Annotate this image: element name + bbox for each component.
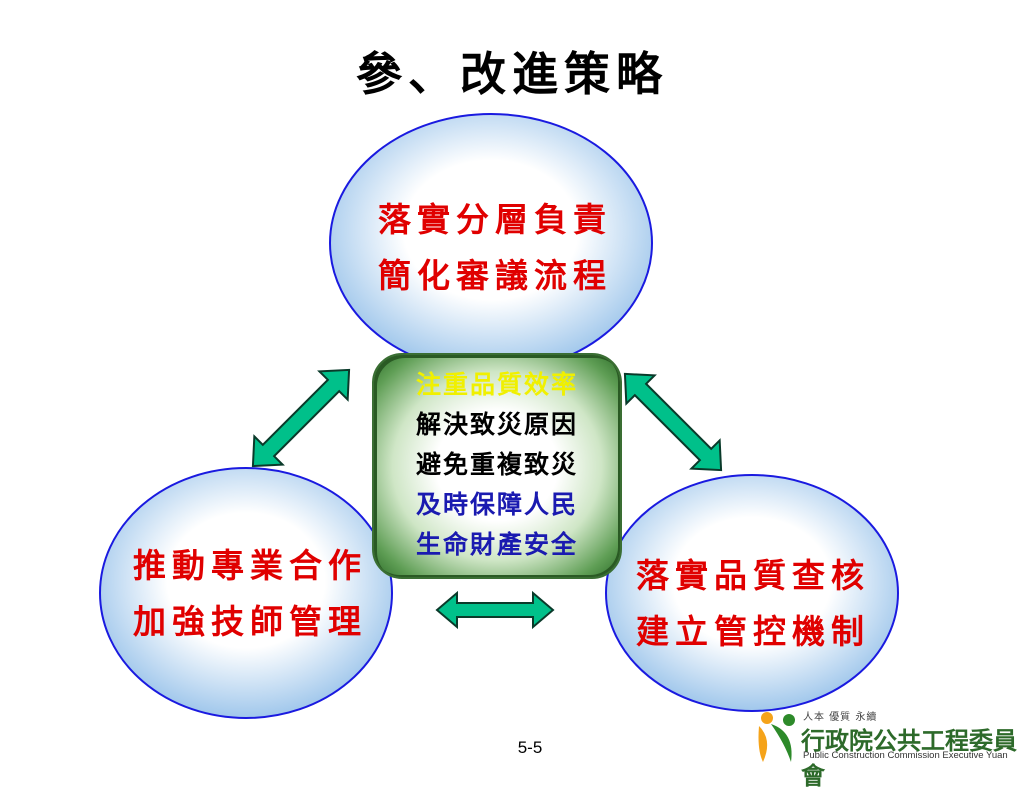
right-oval-label: 落實品質查核 建立管控機制 [603, 548, 903, 660]
strategy-diagram [99, 113, 899, 719]
pcc-logo-icon [758, 712, 795, 762]
top-oval-line1: 落實分層負責 [378, 200, 612, 239]
top-oval-label: 落實分層負責 簡化審議流程 [340, 192, 650, 304]
center-line1: 注重品質效率 [415, 370, 578, 399]
page-number: 5-5 [517, 738, 543, 757]
arrow-right-diagonal [623, 372, 723, 472]
logo-english: Public Construction Commission Executive… [803, 750, 1008, 761]
center-line5: 生命財產安全 [415, 530, 578, 559]
center-line2: 解決致災原因 [415, 410, 578, 439]
logo-slogan: 人本 優質 永續 [803, 712, 878, 723]
pcc-logo: 人本 優質 永續 行政院公共工程委員會 Public Construction … [755, 708, 1020, 790]
page-title: 參、改進策略 [356, 47, 668, 101]
right-oval-line1: 落實品質查核 [636, 556, 870, 595]
center-line3: 避免重複致災 [415, 450, 578, 479]
left-oval-label: 推動專業合作 加強技師管理 [100, 538, 400, 650]
arrow-bottom-horizontal [435, 590, 555, 630]
center-line4: 及時保障人民 [415, 490, 578, 519]
right-oval-line2: 建立管控機制 [636, 612, 870, 651]
left-oval-line2: 加強技師管理 [133, 602, 367, 641]
center-text: 注重品質效率 解決致災原因 避免重複致災 及時保障人民 生命財產安全 [372, 365, 622, 565]
center-box [372, 353, 622, 579]
top-oval-line2: 簡化審議流程 [378, 256, 612, 295]
left-oval-line1: 推動專業合作 [133, 546, 367, 585]
arrow-left-diagonal [251, 368, 351, 468]
right-oval [605, 474, 899, 712]
left-oval [99, 467, 393, 719]
